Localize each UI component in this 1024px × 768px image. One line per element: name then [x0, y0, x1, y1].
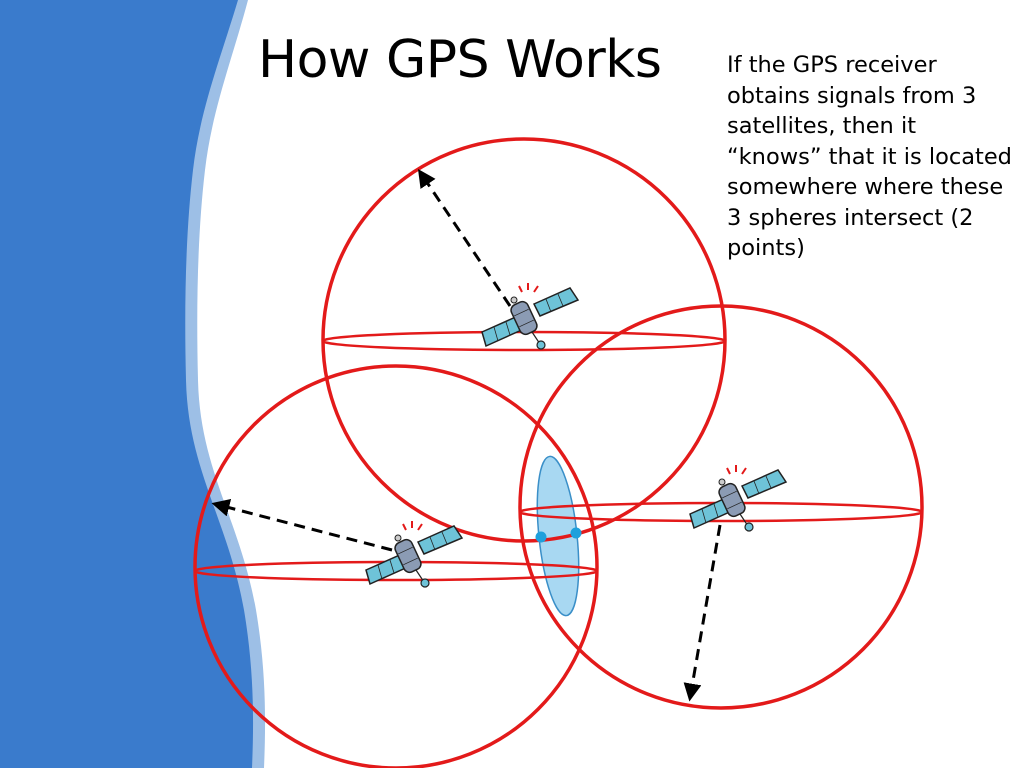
sphere-left-outline [193, 364, 599, 768]
arrow-icon [211, 498, 393, 552]
sphere-right-outline [518, 304, 924, 710]
sphere-top-outline [321, 137, 727, 543]
arrow-icon [683, 524, 722, 702]
arrow-icon [417, 169, 512, 307]
satellite-icon [481, 282, 579, 350]
sphere-top [321, 137, 727, 543]
intersection-point-b [570, 527, 582, 539]
intersection-point-a [535, 531, 547, 543]
slide-body-text: If the GPS receiver obtains signals from… [727, 52, 1012, 261]
satellite-icon [365, 520, 463, 588]
slide-title: How GPS Works [258, 30, 662, 90]
sidebar-band [0, 0, 254, 768]
